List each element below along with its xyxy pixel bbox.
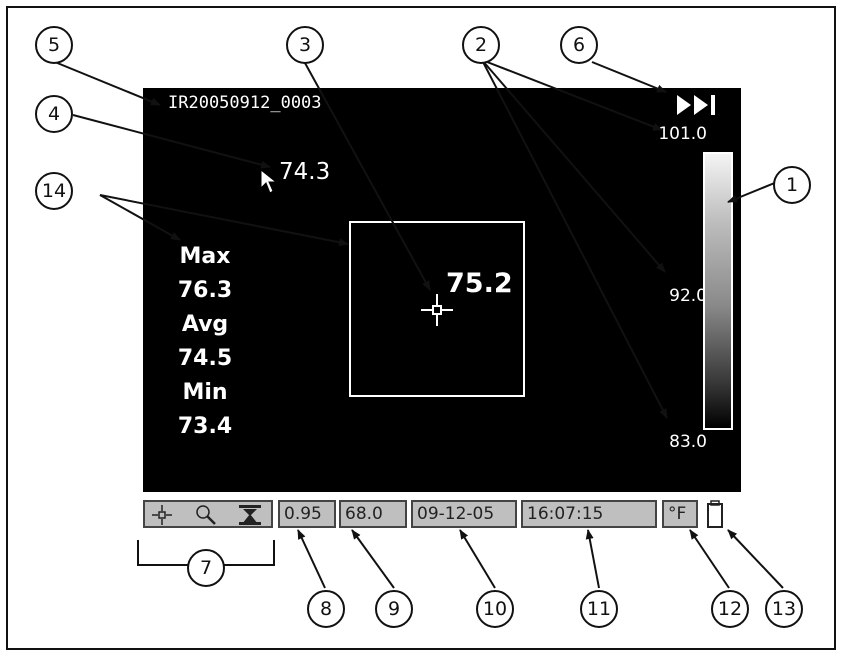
callout-5: 5 <box>35 26 73 64</box>
leader-14b <box>99 194 349 247</box>
play-icon[interactable] <box>675 93 721 117</box>
leader-6 <box>591 61 667 93</box>
leader-5 <box>49 59 161 106</box>
callout-2: 2 <box>462 26 500 64</box>
battery-icon <box>707 500 723 528</box>
avg-value: 74.5 <box>177 346 233 371</box>
image-filename: IR20050912_0003 <box>168 93 322 113</box>
callout-4: 4 <box>35 95 73 133</box>
leader-2c <box>481 59 668 419</box>
background-temp-field[interactable]: 68.0 <box>339 500 407 528</box>
level-span-icon[interactable] <box>237 504 263 526</box>
leader-3 <box>304 62 431 291</box>
crosshair-tool-icon[interactable] <box>151 504 173 526</box>
callout-10: 10 <box>476 590 514 628</box>
min-value: 73.4 <box>177 414 233 439</box>
callout-9: 9 <box>375 590 413 628</box>
leader-10 <box>459 529 496 589</box>
callout-6: 6 <box>560 26 598 64</box>
callout-13: 13 <box>765 590 803 628</box>
tool-icons-group <box>143 500 273 528</box>
min-label: Min <box>182 380 228 405</box>
callout-11: 11 <box>580 590 618 628</box>
callout-14: 14 <box>35 172 73 210</box>
callout-7: 7 <box>187 549 225 587</box>
spot-temperature: 74.3 <box>279 159 331 185</box>
leader-12 <box>689 529 730 589</box>
callout-12: 12 <box>711 590 749 628</box>
scale-min: 83.0 <box>669 432 707 452</box>
time-field[interactable]: 16:07:15 <box>521 500 657 528</box>
callout-8: 8 <box>307 590 345 628</box>
callout-1: 1 <box>773 166 811 204</box>
max-label: Max <box>179 244 231 269</box>
scale-max: 101.0 <box>658 124 707 144</box>
status-bar: 0.95 68.0 09-12-05 16:07:15 °F <box>143 492 741 538</box>
units-field[interactable]: °F <box>662 500 698 528</box>
emissivity-field[interactable]: 0.95 <box>278 500 336 528</box>
leader-8 <box>297 529 326 589</box>
leader-4 <box>72 114 271 169</box>
crosshair-icon <box>421 294 453 326</box>
leader-11 <box>585 529 600 589</box>
date-field[interactable]: 09-12-05 <box>411 500 517 528</box>
max-value: 76.3 <box>177 278 233 303</box>
leader-2a <box>481 59 663 131</box>
leader-14a <box>99 194 181 241</box>
cursor-arrow-icon <box>260 168 278 194</box>
leader-2b <box>481 59 666 273</box>
diagram-frame <box>6 6 836 650</box>
leader-1 <box>727 181 778 203</box>
scale-mid: 92.0 <box>669 286 707 306</box>
measurement-box[interactable] <box>349 221 525 397</box>
leader-9 <box>351 529 395 589</box>
leader-13 <box>727 529 784 589</box>
zoom-icon[interactable] <box>195 504 217 526</box>
center-temperature: 75.2 <box>446 268 513 299</box>
thermal-screen: IR20050912_0003 74.3 75.2 Max 76.3 Avg 7… <box>143 88 741 492</box>
callout-3: 3 <box>286 26 324 64</box>
avg-label: Avg <box>181 312 229 337</box>
